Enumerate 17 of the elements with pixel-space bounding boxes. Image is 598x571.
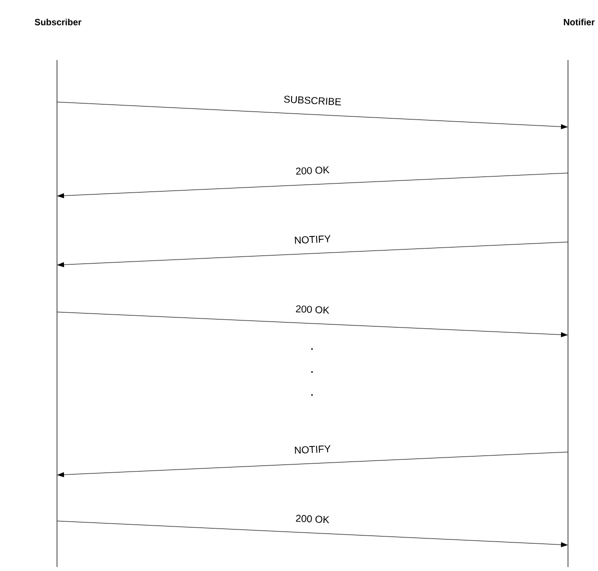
participant-label: Subscriber (34, 18, 82, 26)
ellipsis-dot: . (311, 394, 313, 396)
participant-label: Notifier (564, 18, 595, 26)
message-arrow (56, 102, 568, 130)
message-arrow (58, 172, 568, 198)
edge-label: NOTIFY (292, 444, 332, 455)
edge-label: SUBSCRIBE (282, 94, 343, 106)
ellipsis-dot: . (311, 371, 313, 373)
edge-label: 200 OK (294, 165, 331, 176)
message-arrow (56, 312, 568, 338)
edge-label: NOTIFY (292, 234, 332, 245)
message-arrow (58, 452, 568, 478)
ellipsis-dot: . (311, 348, 313, 350)
message-arrow (56, 520, 568, 548)
edge-label: 200 OK (294, 304, 331, 315)
message-arrow (58, 242, 568, 268)
edge-label: 200 OK (294, 514, 331, 524)
